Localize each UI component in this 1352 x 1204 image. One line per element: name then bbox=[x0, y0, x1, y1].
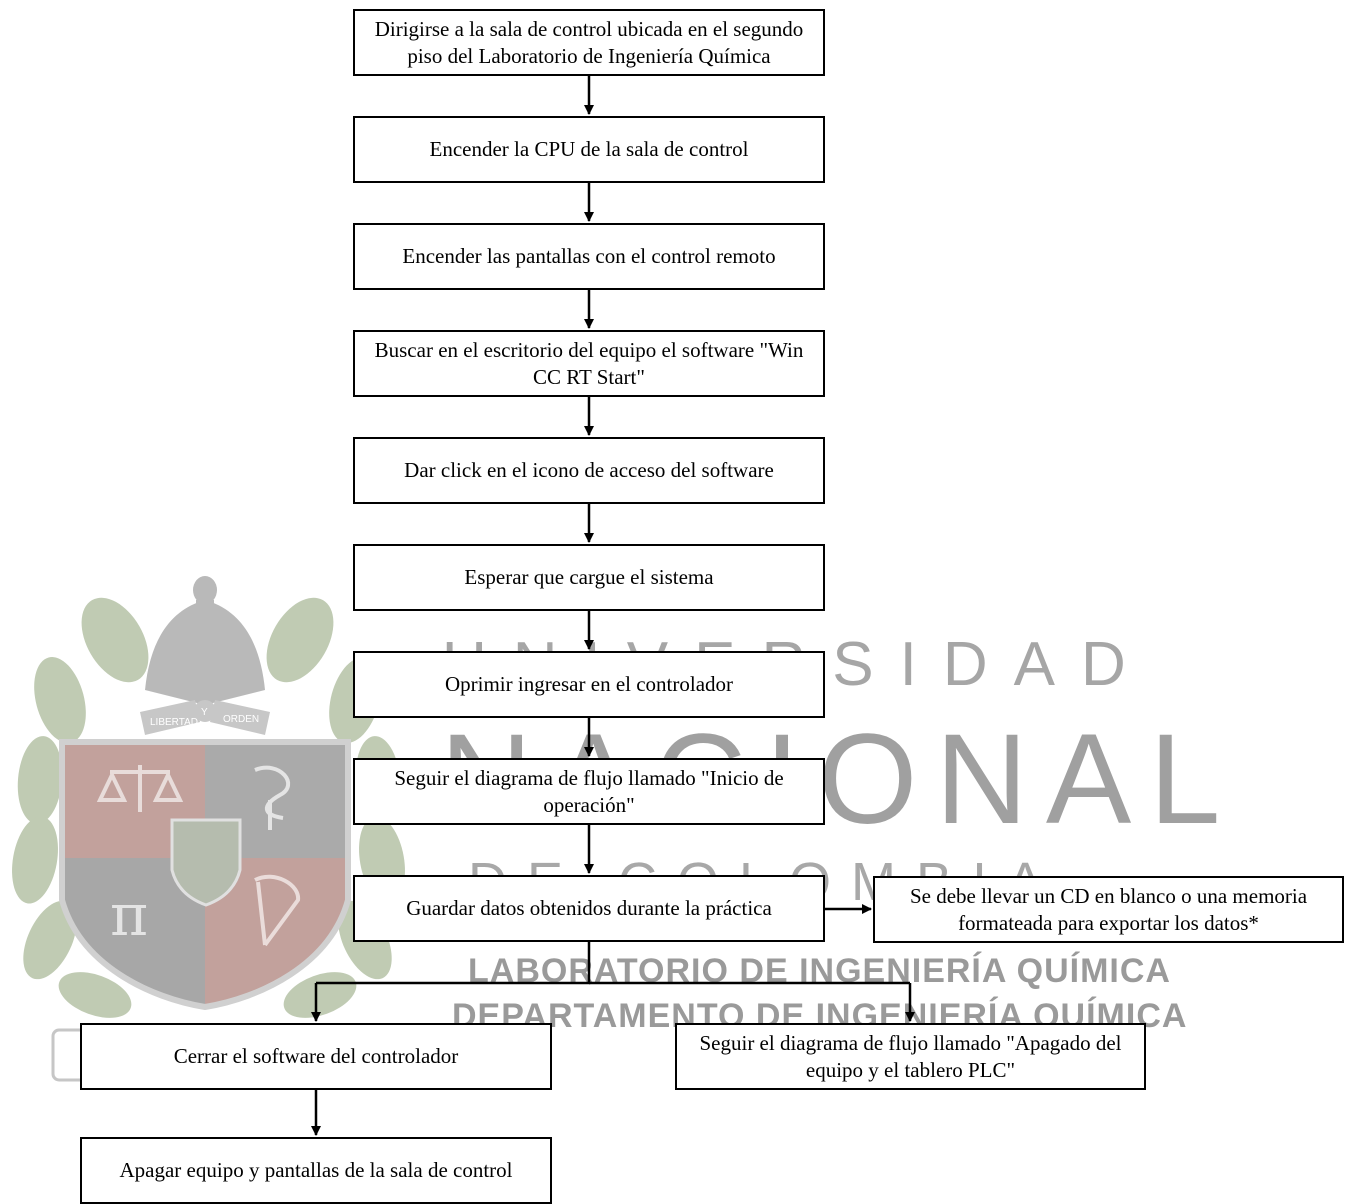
step-label: Cerrar el software del controlador bbox=[173, 1044, 459, 1068]
step-label: Esperar que cargue el sistema bbox=[464, 565, 714, 589]
step-find-software: Buscar en el escritorio del equipo el so… bbox=[353, 330, 825, 397]
step-click-icon: Dar click en el icono de acceso del soft… bbox=[353, 437, 825, 504]
step-label: Encender la CPU de la sala de control bbox=[429, 137, 749, 161]
step-wait-load: Esperar que cargue el sistema bbox=[353, 544, 825, 611]
step-close-software: Cerrar el software del controlador bbox=[80, 1023, 552, 1090]
step-turn-on-screens: Encender las pantallas con el control re… bbox=[353, 223, 825, 290]
pi-icon: π bbox=[110, 881, 148, 949]
step-label: Guardar datos obtenidos durante la práct… bbox=[406, 896, 772, 920]
harp-icon bbox=[254, 874, 301, 947]
step-label: Encender las pantallas con el control re… bbox=[402, 244, 776, 268]
motto-mid: Y bbox=[201, 707, 208, 718]
step-label: Dirigirse a la sala de control ubicada e… bbox=[374, 16, 804, 68]
branch-connector bbox=[316, 942, 591, 985]
step-label: Buscar en el escritorio del equipo el so… bbox=[374, 337, 804, 389]
motto-left: LIBERTAD bbox=[150, 717, 198, 728]
step-label: Seguir el diagrama de flujo llamado "Ini… bbox=[394, 765, 784, 817]
step-label: Seguir el diagrama de flujo llamado "Apa… bbox=[699, 1030, 1122, 1082]
step-label: Apagar equipo y pantallas de la sala de … bbox=[119, 1158, 513, 1182]
motto-ribbon bbox=[140, 700, 270, 735]
scales-icon bbox=[96, 765, 184, 812]
step-turn-on-cpu: Encender la CPU de la sala de control bbox=[353, 116, 825, 183]
step-press-enter: Oprimir ingresar en el controlador bbox=[353, 651, 825, 718]
note-bring-media: Se debe llevar un CD en blanco o una mem… bbox=[873, 876, 1344, 943]
eagle-icon bbox=[145, 576, 265, 705]
step-label: Oprimir ingresar en el controlador bbox=[444, 672, 734, 696]
asclepius-icon bbox=[254, 765, 291, 830]
motto-right: ORDEN bbox=[223, 714, 259, 725]
step-follow-shutdown-diagram: Seguir el diagrama de flujo llamado "Apa… bbox=[675, 1023, 1146, 1090]
note-label: Se debe llevar un CD en blanco o una mem… bbox=[909, 883, 1308, 935]
step-follow-start-diagram: Seguir el diagrama de flujo llamado "Ini… bbox=[353, 758, 825, 825]
step-label: Dar click en el icono de acceso del soft… bbox=[404, 458, 774, 482]
step-go-to-control-room: Dirigirse a la sala de control ubicada e… bbox=[353, 9, 825, 76]
step-save-data: Guardar datos obtenidos durante la práct… bbox=[353, 875, 825, 942]
step-turn-off-equipment: Apagar equipo y pantallas de la sala de … bbox=[80, 1137, 552, 1204]
